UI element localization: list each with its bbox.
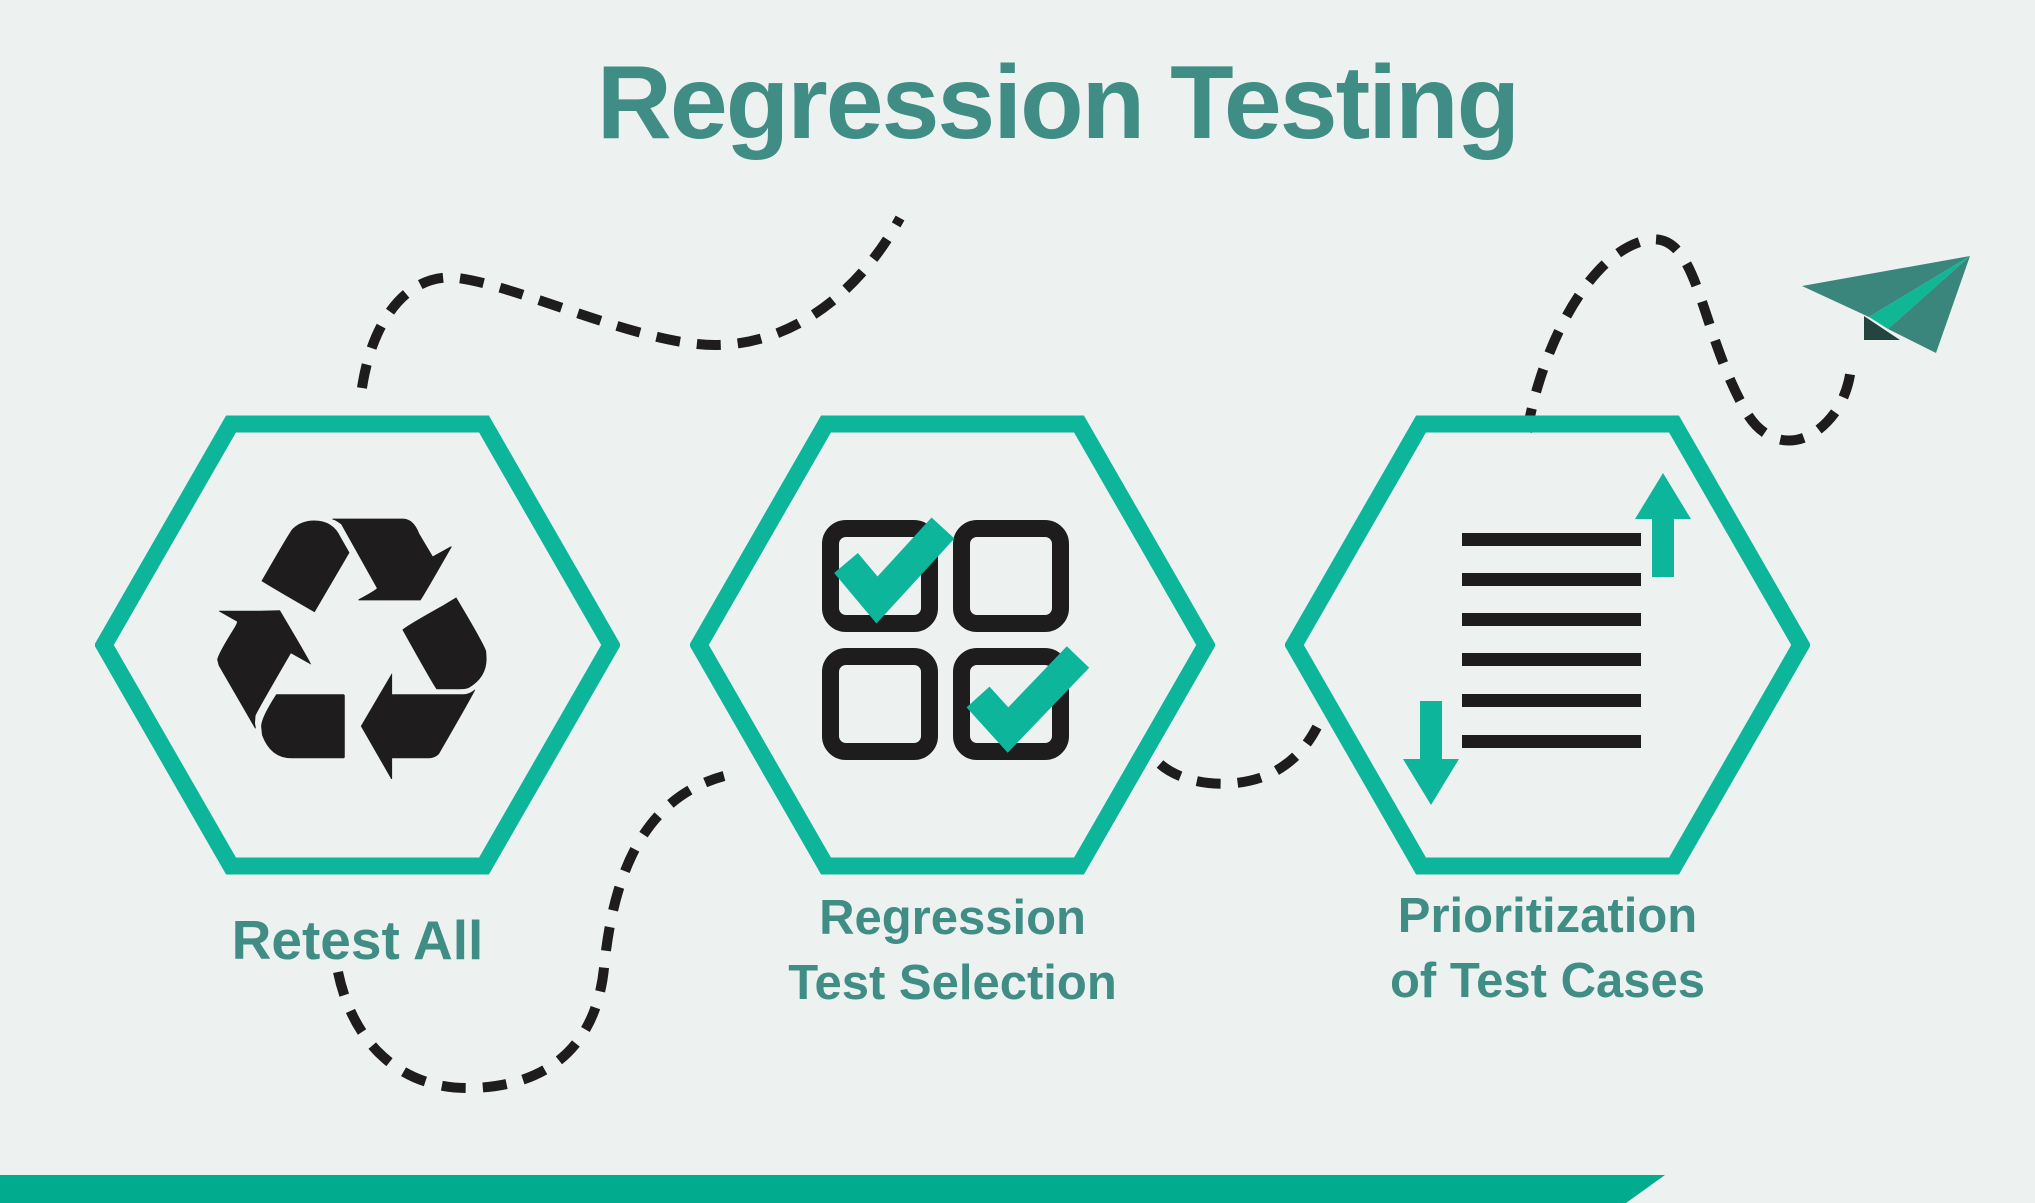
hexagon-outline bbox=[690, 415, 1215, 875]
checkmarks bbox=[834, 517, 1090, 753]
recycle-icon: ♻ bbox=[186, 437, 518, 867]
arrow-up-icon bbox=[1635, 473, 1691, 577]
page-title: Regression Testing bbox=[596, 45, 1520, 161]
hexagon-outline bbox=[95, 415, 620, 875]
list-line bbox=[1462, 694, 1641, 707]
checkbox-empty bbox=[822, 648, 938, 760]
dashed-connector-4 bbox=[1522, 234, 1856, 446]
hexagon-retest-all bbox=[95, 415, 620, 875]
checkmark-icon bbox=[834, 517, 955, 624]
checkboxes-icon bbox=[820, 512, 1090, 762]
hexagon-regression-test-selection bbox=[690, 415, 1215, 875]
arrow-down-icon bbox=[1403, 701, 1459, 805]
checkbox-empty bbox=[953, 520, 1069, 632]
prioritized-list-icon bbox=[1400, 455, 1720, 825]
list-line bbox=[1462, 533, 1641, 546]
list-line bbox=[1462, 735, 1641, 748]
dashed-connector-1 bbox=[357, 215, 905, 389]
step-label-prioritization: Prioritization of Test Cases bbox=[1390, 889, 1705, 1008]
list-line bbox=[1462, 573, 1641, 586]
step-label-regression-test-selection: Regression Test Selection bbox=[788, 891, 1117, 1010]
bottom-accent-bar bbox=[0, 1175, 1665, 1203]
hexagon-outline bbox=[1285, 415, 1810, 875]
step-label-retest-all: Retest All bbox=[231, 909, 484, 971]
list-line bbox=[1462, 613, 1641, 626]
checkbox-checked bbox=[953, 648, 1069, 760]
list-line bbox=[1462, 653, 1641, 666]
checkmark-icon bbox=[966, 646, 1090, 753]
hexagon-prioritization bbox=[1285, 415, 1810, 875]
paper-plane-icon bbox=[1802, 256, 1970, 353]
